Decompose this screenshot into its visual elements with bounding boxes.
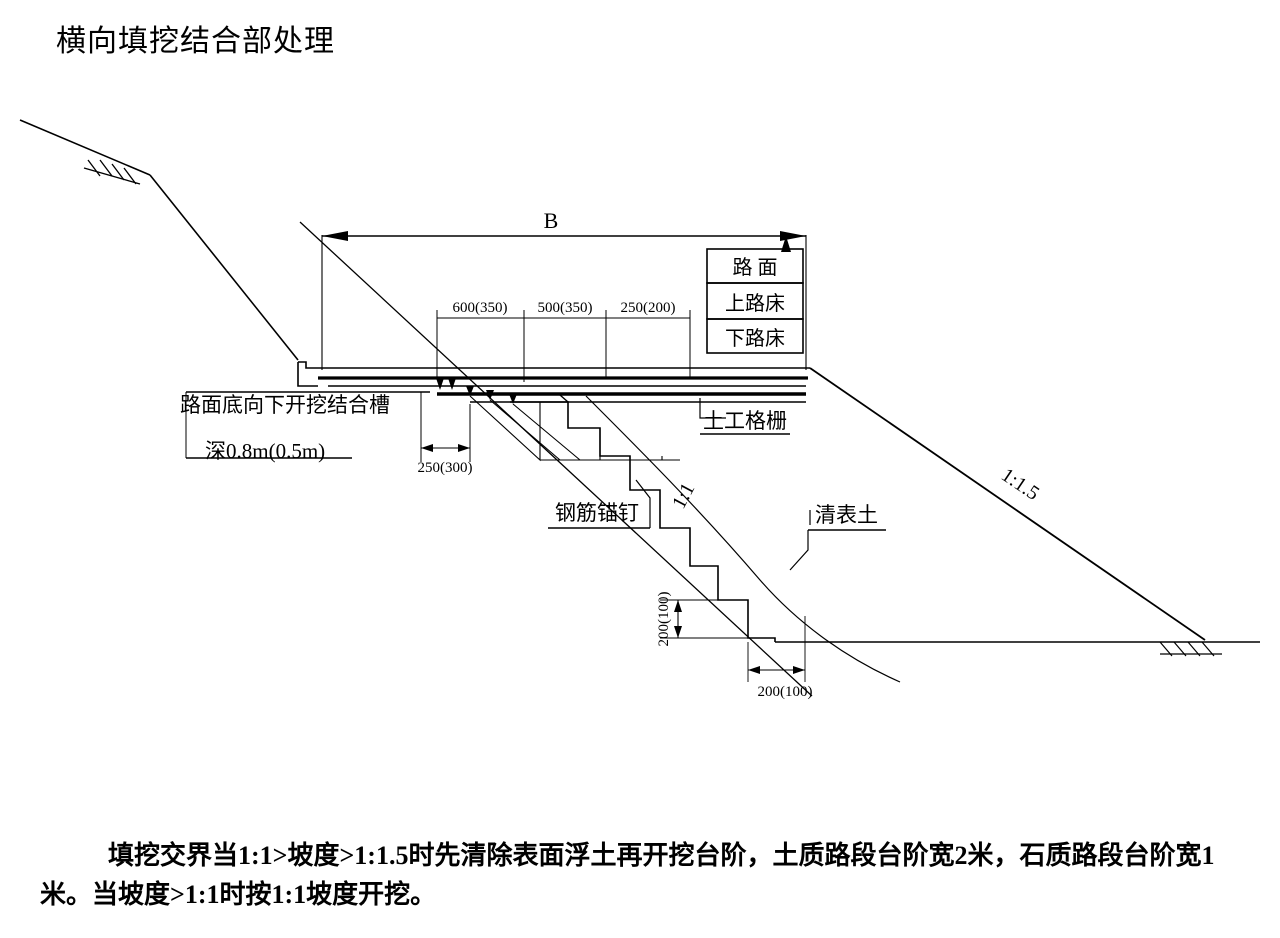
- label-layer-lower-subgrade: 下路床: [725, 327, 785, 350]
- label-rebar-anchor: 钢筋锚钉: [555, 501, 639, 525]
- original-ground-line: [19, 119, 151, 185]
- natural-slope-line: [299, 221, 813, 697]
- dimension-250-300: 250(300): [418, 392, 473, 476]
- dimension-step-width: 200(100): [747, 616, 813, 700]
- diagram-container: B 路 面 上路床 下路床 600(350) 500(350) 250(200): [0, 60, 1280, 820]
- layer-thickness-dimensions: 600(350) 500(350) 250(200): [436, 300, 691, 382]
- pavement-layer-table: 路 面 上路床 下路床: [706, 236, 804, 354]
- dimension-b: B: [321, 208, 807, 370]
- dimension-step-height: 200(100): [656, 592, 748, 647]
- topsoil-removal-line: 清表土: [585, 395, 901, 683]
- label-slope-1-1-5: 1:1.5: [997, 464, 1043, 505]
- label-note-depth: 深0.8m(0.5m): [205, 439, 325, 463]
- cross-section-drawing: B 路 面 上路床 下路床 600(350) 500(350) 250(200): [19, 119, 1260, 700]
- figure-caption: 填挖交界当1:1>坡度>1:1.5时先清除表面浮土再开挖台阶，土质路段台阶宽2米…: [40, 841, 1215, 909]
- label-dim-250-300: 250(300): [418, 460, 473, 476]
- anchor-arrows: [436, 378, 517, 404]
- page-title: 横向填挖结合部处理: [56, 25, 335, 58]
- cut-slope-line: [149, 174, 299, 361]
- label-dim-step-width: 200(100): [758, 684, 813, 700]
- geogrid-leader: 土工格栅: [699, 398, 790, 435]
- label-dim-500: 500(350): [538, 300, 593, 316]
- label-note-trench: 路面底向下开挖结合槽: [180, 393, 390, 417]
- label-width-b: B: [544, 208, 559, 233]
- embankment-top-surface: [298, 361, 810, 369]
- label-layer-pavement: 路 面: [733, 256, 778, 279]
- rebar-anchor-leaders: 钢筋锚钉: [469, 395, 680, 529]
- label-geogrid: 土工格栅: [703, 409, 787, 433]
- label-topsoil-removal: 清表土: [815, 503, 878, 527]
- label-layer-upper-subgrade: 上路床: [725, 292, 785, 315]
- combination-trench: [185, 362, 430, 459]
- trench-notes: 路面底向下开挖结合槽 深0.8m(0.5m): [180, 393, 390, 463]
- benched-steps: [510, 394, 776, 642]
- base-ground-line: [775, 641, 1260, 657]
- label-dim-250: 250(200): [621, 300, 676, 316]
- label-dim-step-height: 200(100): [656, 592, 672, 647]
- label-dim-600: 600(350): [453, 300, 508, 316]
